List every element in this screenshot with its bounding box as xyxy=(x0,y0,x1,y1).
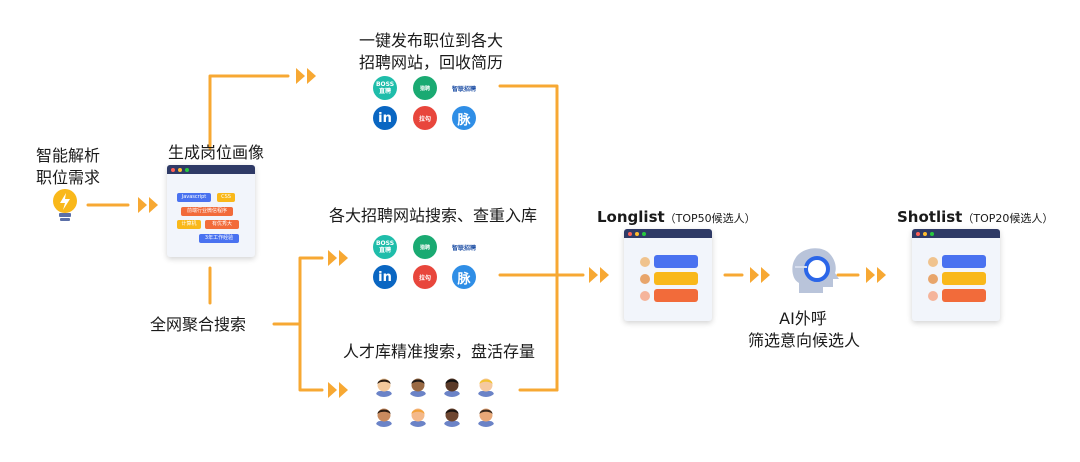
liepin-logo-text: 猎聘 xyxy=(419,85,430,92)
persona-tag: 计算机 xyxy=(177,220,201,229)
window-dot xyxy=(642,231,646,236)
lagou-logo-text: 拉勾 xyxy=(418,274,431,282)
candidate-avatar-icon xyxy=(440,373,464,397)
boss-logo-text: 直聘 xyxy=(378,88,391,95)
chevron-arrow-3 xyxy=(328,250,348,266)
publish-label-line1: 一键发布职位到各大 xyxy=(358,31,503,50)
liepin-logo: 猎聘 xyxy=(413,235,437,259)
persona-tag: 3年工作经验 xyxy=(199,234,239,243)
ai-robot-head-icon xyxy=(792,248,839,293)
candidate-face-icon xyxy=(928,291,938,301)
zhilian-logo: 智联招聘 xyxy=(452,76,476,100)
shortlist-label: Shotlist（TOP20候选人） xyxy=(897,206,1053,230)
candidate-row-bar xyxy=(654,289,698,302)
candidate-avatar-icon xyxy=(406,373,430,397)
shortlist-title: Shotlist xyxy=(897,208,963,226)
parse-label-line2: 职位需求 xyxy=(36,168,101,187)
zhilian-logo-text: 智联招聘 xyxy=(452,244,476,252)
linkedin-logo-text: in xyxy=(378,269,392,285)
boss-logo-text: 直聘 xyxy=(378,247,391,254)
candidate-avatar-icon xyxy=(406,403,430,427)
longlist-title: Longlist xyxy=(597,208,665,226)
maimai-logo-text: 脉 xyxy=(457,112,471,128)
persona-window-titlebar xyxy=(167,165,255,174)
linkedin-logo: in xyxy=(373,106,397,130)
boss-logo-text: BOSS xyxy=(375,81,395,88)
candidate-row-bar xyxy=(654,255,698,268)
chevron-arrow-4 xyxy=(328,382,348,398)
persona-window: Javascript CSS 前端行业微信程序 计算机 有优秀大 3年工作经验 xyxy=(167,165,255,257)
parse-requirement-label: 智能解析 职位需求 xyxy=(36,145,100,189)
connector-publish-to-merge xyxy=(498,84,559,392)
linkedin-logo: in xyxy=(373,265,397,289)
talent-pool-label: 人才库精准搜索，盘活存量 xyxy=(343,342,536,361)
candidate-face-icon xyxy=(640,274,650,284)
longlist-label: Longlist（TOP50候选人） xyxy=(597,206,756,230)
shortlist-window-titlebar xyxy=(912,229,1000,238)
longlist-window-titlebar xyxy=(624,229,712,238)
persona-label: 生成岗位画像 xyxy=(168,143,265,162)
chevron-arrow-6 xyxy=(750,267,770,283)
candidate-face-icon xyxy=(640,257,650,267)
zhilian-logo: 智联招聘 xyxy=(452,235,476,259)
parse-label-line1: 智能解析 xyxy=(36,146,101,165)
window-dot xyxy=(178,167,182,172)
connector-aggregate-branches xyxy=(272,256,324,392)
candidate-row-bar xyxy=(942,272,986,285)
candidate-face-icon xyxy=(928,274,938,284)
liepin-logo: 猎聘 xyxy=(413,76,437,100)
candidate-avatar-icon xyxy=(474,373,498,397)
chevron-arrow-1 xyxy=(138,197,158,213)
chevron-arrow-5 xyxy=(589,267,609,283)
maimai-logo: 脉 xyxy=(452,265,476,289)
candidate-row-bar xyxy=(654,272,698,285)
boss-logo-text: BOSS xyxy=(375,240,395,247)
zhilian-logo-text: 智联招聘 xyxy=(452,85,476,93)
site-search-label: 各大招聘网站搜索、查重入库 xyxy=(329,206,538,225)
publish-label: 一键发布职位到各大 招聘网站，回收简历 xyxy=(334,30,528,74)
longlist-subtitle: （TOP50候选人） xyxy=(664,212,756,225)
chevron-arrow-7 xyxy=(866,267,886,283)
candidate-avatar-icon xyxy=(474,403,498,427)
window-dot xyxy=(185,167,189,172)
shortlist-window xyxy=(912,229,1000,321)
ai-call-label: AI外呼 筛选意向候选人 xyxy=(748,308,861,352)
window-dot xyxy=(916,231,920,236)
candidate-row-bar xyxy=(942,289,986,302)
window-dot xyxy=(930,231,934,236)
lagou-logo: 拉勾 xyxy=(413,265,437,289)
candidate-face-icon xyxy=(928,257,938,267)
lagou-logo: 拉勾 xyxy=(413,106,437,130)
candidate-avatar-icon xyxy=(372,403,396,427)
window-dot xyxy=(635,231,639,236)
candidate-avatar-icon xyxy=(440,403,464,427)
persona-tag: 前端行业微信程序 xyxy=(181,207,233,216)
window-dot xyxy=(171,167,175,172)
window-dot xyxy=(923,231,927,236)
window-dot xyxy=(628,231,632,236)
liepin-logo-text: 猎聘 xyxy=(419,244,430,251)
lightbulb-icon xyxy=(53,189,77,221)
maimai-logo-text: 脉 xyxy=(457,271,471,287)
candidate-face-icon xyxy=(640,291,650,301)
persona-tag: 有优秀大 xyxy=(205,220,239,229)
candidate-row-bar xyxy=(942,255,986,268)
persona-tag: CSS xyxy=(217,193,235,202)
connector-persona-to-publish xyxy=(208,74,290,150)
chevron-arrow-2 xyxy=(296,68,316,84)
aggregate-search-label: 全网聚合搜索 xyxy=(150,315,247,334)
ai-call-line1: AI外呼 xyxy=(779,309,827,328)
longlist-window xyxy=(624,229,712,321)
ai-call-line2: 筛选意向候选人 xyxy=(748,331,861,350)
publish-label-line2: 招聘网站，回收简历 xyxy=(358,53,503,72)
persona-tag: Javascript xyxy=(177,193,211,202)
candidate-avatar-icon xyxy=(372,373,396,397)
shortlist-subtitle: （TOP20候选人） xyxy=(962,212,1054,225)
lagou-logo-text: 拉勾 xyxy=(418,115,431,123)
maimai-logo: 脉 xyxy=(452,106,476,130)
linkedin-logo-text: in xyxy=(378,110,392,126)
